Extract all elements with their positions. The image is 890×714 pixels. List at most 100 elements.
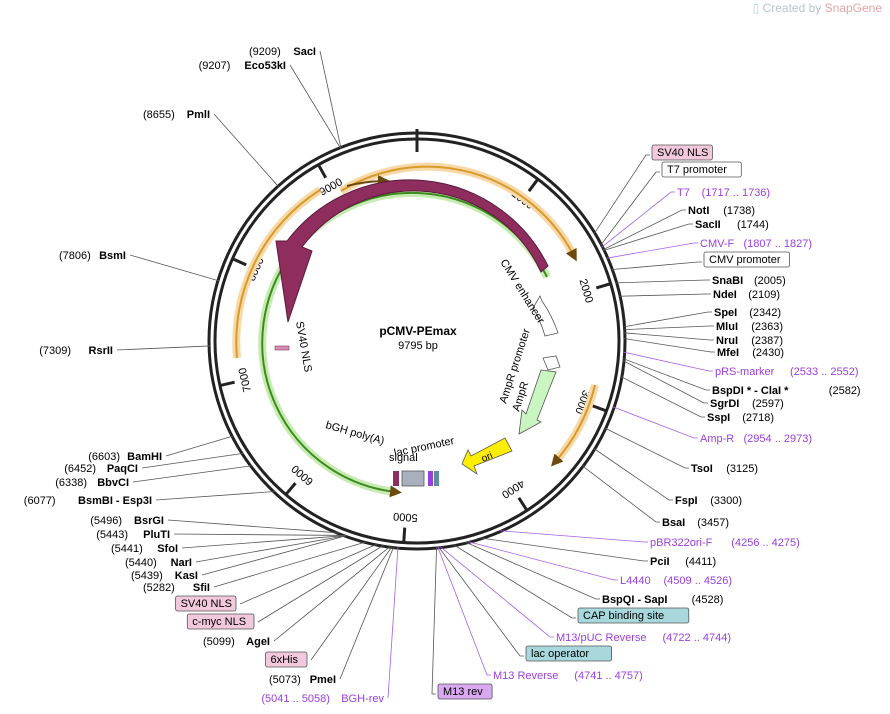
- primer-range: (4741 .. 4757): [574, 670, 643, 682]
- leader-line: [257, 544, 384, 623]
- feature-box-label: T7 promoter: [667, 164, 727, 176]
- primer-label: M13/pUC Reverse: [556, 632, 646, 644]
- leader-line: [165, 435, 234, 457]
- leader-line: [623, 351, 713, 372]
- enzyme-label: NdeI: [713, 289, 737, 301]
- enzyme-position: (2005): [754, 275, 786, 287]
- enzyme-position: (2582): [829, 385, 861, 397]
- leader-line: [310, 546, 393, 661]
- feature-box-label: lac operator: [531, 648, 589, 660]
- enzyme-position: (2109): [748, 289, 780, 301]
- leader-line: [622, 360, 708, 404]
- enzyme-position: (5440): [125, 557, 157, 569]
- leader-line: [289, 64, 342, 149]
- primer-range: (4256 .. 4275): [731, 537, 800, 549]
- enzyme-label: BspDI * - ClaI *: [712, 385, 789, 397]
- enzyme-position: (1744): [737, 219, 769, 231]
- leader-line: [116, 345, 211, 351]
- leader-line: [499, 530, 648, 543]
- enzyme-label: BbvCI: [97, 477, 129, 489]
- ori-label: ori: [480, 450, 494, 464]
- enzyme-label: NarI: [171, 557, 192, 569]
- enzyme-label: SfoI: [157, 543, 178, 555]
- leader-line: [611, 261, 702, 271]
- enzyme-label: BsmI: [99, 250, 126, 262]
- enzyme-position: (5496): [90, 515, 122, 527]
- enzyme-label: SpeI: [714, 307, 737, 319]
- lac-promoter-label: lac promoter: [393, 435, 456, 460]
- leader-line: [602, 209, 686, 251]
- enzyme-position: (6338): [55, 477, 87, 489]
- leader-line: [273, 545, 391, 642]
- tick-label-4000: 4000: [499, 477, 526, 500]
- enzyme-label: SgrDI: [710, 398, 739, 410]
- enzyme-label: BamHI: [127, 451, 162, 463]
- enzyme-position: (9209): [249, 46, 281, 58]
- leader-line: [465, 541, 600, 600]
- tick-mark-3000: [591, 404, 607, 413]
- watermark-brand: SnapGene: [824, 1, 882, 15]
- cmv-enhancer-feature: [532, 295, 559, 337]
- sv40-nls-feature: [274, 345, 290, 351]
- primer-range: (4509 .. 4526): [664, 575, 733, 587]
- enzyme-position: (5282): [143, 582, 175, 594]
- feature-box-label: SV40 NLS: [181, 598, 232, 610]
- primer-range: (5041 .. 5058): [261, 693, 330, 705]
- bgh-polya-label-line1: bGH poly(A): [324, 419, 385, 447]
- enzyme-position: (6452): [64, 463, 96, 475]
- primer-label: pBR322ori-F: [650, 537, 713, 549]
- enzyme-position: (5073): [269, 674, 301, 686]
- enzyme-label: TsoI: [691, 463, 713, 475]
- leader-line: [132, 465, 252, 483]
- sv40-nls-inner-label: SV40 NLS: [293, 320, 314, 373]
- leader-line: [213, 113, 280, 188]
- tick-label-5000: 5000: [393, 510, 418, 524]
- enzyme-position: (4528): [692, 594, 724, 606]
- primer-label: L4440: [620, 575, 651, 587]
- feature-box-label: 6xHis: [271, 654, 299, 666]
- leader-line: [600, 171, 660, 246]
- enzyme-label: PmlI: [187, 109, 210, 121]
- leader-line: [195, 535, 347, 563]
- tick-mark-8000: [232, 257, 247, 267]
- enzyme-position: (2342): [749, 307, 781, 319]
- enzyme-label: NruI: [716, 335, 738, 347]
- leader-line: [620, 376, 705, 418]
- leader-line: [601, 191, 675, 248]
- tick-mark-7000: [220, 380, 235, 387]
- feature-box: [265, 651, 308, 668]
- feature-box-label: CMV promoter: [709, 254, 781, 266]
- enzyme-position: (2430): [752, 347, 784, 359]
- enzyme-position: (9207): [199, 60, 231, 72]
- tick-mark-2000: [595, 282, 611, 290]
- leader-line: [167, 519, 340, 534]
- left-labels: SacI(9209)Eco53kI(9207)PmlI(8655)BsmI(78…: [24, 46, 385, 705]
- tick-label-2000: 2000: [577, 278, 595, 305]
- enzyme-label: MfeI: [717, 347, 739, 359]
- enzyme-position: (3300): [710, 495, 742, 507]
- enzyme-label: AgeI: [246, 636, 270, 648]
- primer-range: (2954 .. 2973): [744, 433, 813, 445]
- leader-line: [613, 406, 698, 439]
- ori-feature: [461, 437, 513, 476]
- leader-line: [438, 546, 524, 657]
- leader-line: [623, 338, 715, 353]
- cmv-promoter-feature: [542, 355, 561, 371]
- orf-arc-right: [551, 384, 599, 465]
- enzyme-position: (6077): [24, 495, 56, 507]
- feature-box: [525, 645, 612, 662]
- enzyme-label: Eco53kI: [244, 60, 286, 72]
- tick-mark-9000: [317, 164, 328, 179]
- leader-line: [604, 427, 689, 469]
- primer-range: (2533 .. 2552): [790, 366, 859, 378]
- leader-line: [480, 537, 648, 562]
- enzyme-label: MluI: [716, 321, 738, 333]
- enzyme-position: (1738): [723, 205, 755, 217]
- leader-line: [623, 311, 712, 328]
- enzyme-position: (5099): [203, 636, 235, 648]
- feature-box: [577, 607, 690, 624]
- leader-line: [581, 465, 660, 523]
- enzyme-label: BsmBI - Esp3I: [78, 495, 152, 507]
- leader-line: [431, 547, 437, 695]
- watermark-prefix: Created by: [762, 1, 822, 15]
